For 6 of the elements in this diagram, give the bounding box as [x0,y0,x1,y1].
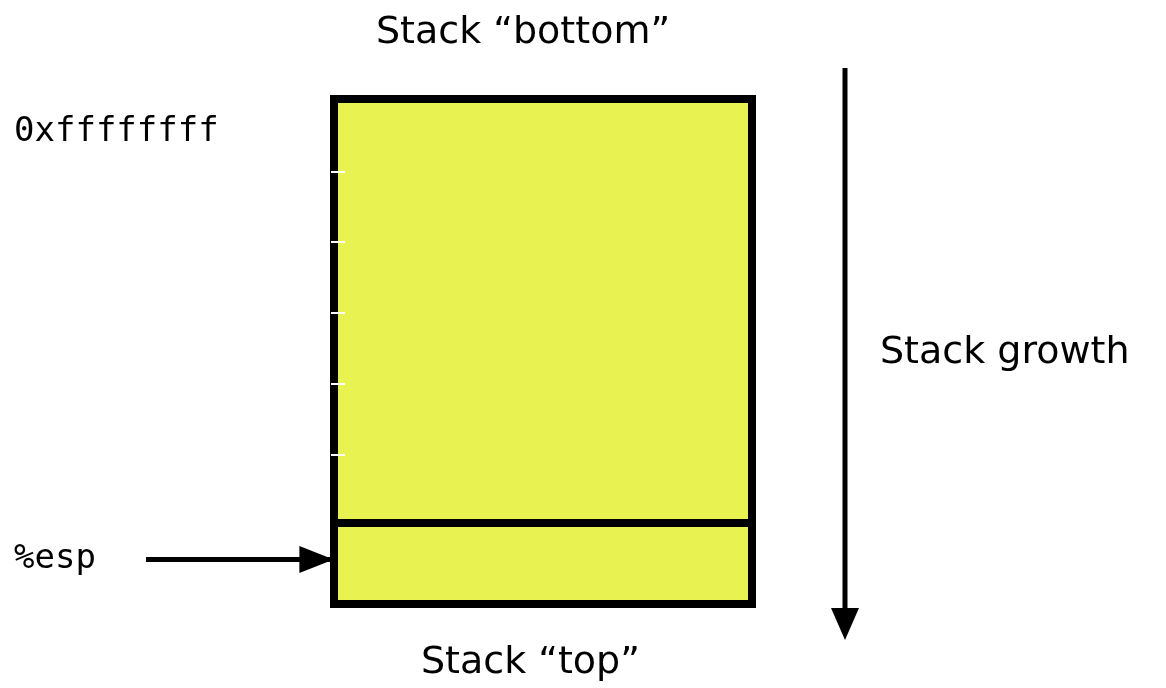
stack-frame [330,95,756,608]
stack-end-label: Stack “top” [421,640,640,682]
address-label: 0xffffffff [14,111,219,149]
direction-label: Stack growth [880,330,1130,372]
register-label: %esp [14,538,134,576]
stack-end-label: Stack “bottom” [376,10,671,52]
